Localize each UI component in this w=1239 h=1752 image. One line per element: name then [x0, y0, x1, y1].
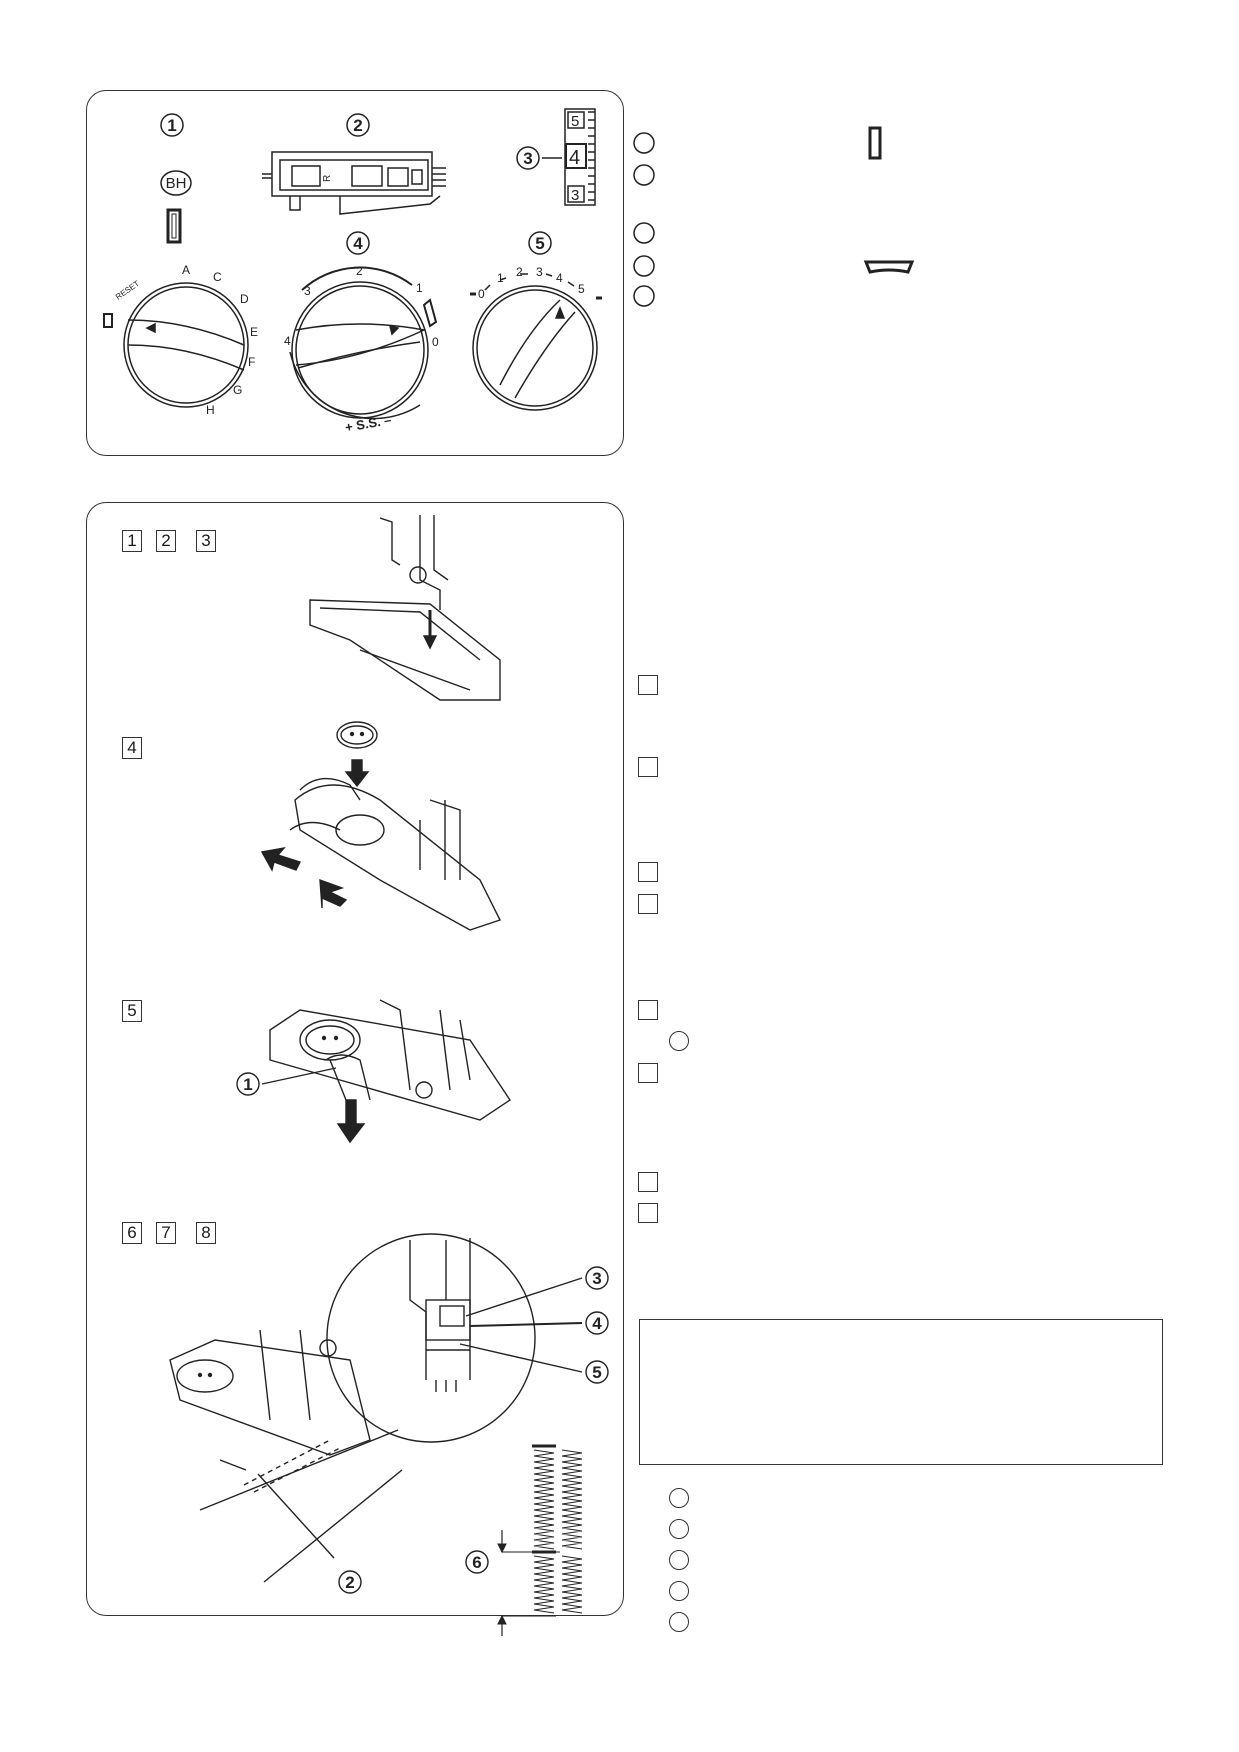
pull-lever-drawing [261, 999, 511, 1144]
dial-letter-c: C [213, 270, 222, 284]
list-circle-4 [669, 1581, 689, 1601]
right-box-3 [638, 862, 658, 882]
dial-c-num-4: 4 [556, 271, 563, 285]
buttonhole-symbol-right [868, 126, 882, 160]
callout-b6-label: 6 [472, 1553, 481, 1572]
list-circle-3 [669, 1550, 689, 1570]
buttonhole-foot-drawing [262, 151, 446, 215]
right-box-6 [638, 1063, 658, 1083]
step-4-box: 4 [122, 737, 142, 759]
callout-b2-circle [338, 1570, 362, 1594]
dial-letter-d: D [240, 292, 249, 306]
right-box-1 [638, 675, 658, 695]
step-7-box: 7 [156, 1222, 176, 1244]
callout-2-circle [346, 113, 370, 137]
scale-num-3: 3 [571, 187, 579, 204]
attach-foot-drawing [309, 515, 501, 701]
right-box-5 [638, 1000, 658, 1020]
side-circle-4 [633, 255, 655, 277]
callout-b4-circle [585, 1311, 609, 1335]
dial-c-num-5: 5 [578, 282, 585, 296]
callout-5-circle [528, 231, 552, 255]
bh-circle [160, 170, 192, 196]
step-2-box: 2 [156, 530, 176, 552]
dial-b-num-3: 3 [304, 284, 311, 298]
dial-b-num-4: 4 [284, 334, 291, 348]
callout-b1-label: 1 [243, 1075, 252, 1094]
pattern-selector-dial [103, 282, 249, 408]
dial-settings-panel [86, 90, 624, 456]
callout-b3-label: 3 [592, 1269, 601, 1288]
dial-letter-a: A [182, 263, 190, 277]
dial-b-num-1: 1 [416, 281, 423, 295]
buttonhole-stitch-drawing [497, 1444, 583, 1636]
step-1-box: 1 [122, 530, 142, 552]
step-8-box: 8 [196, 1222, 216, 1244]
callout-b1-circle [236, 1072, 260, 1096]
side-circle-1 [633, 132, 655, 154]
stitch-length-scale [542, 108, 596, 206]
callout-4-circle [346, 231, 370, 255]
list-circle-1 [669, 1488, 689, 1508]
scale-num-4: 4 [569, 147, 580, 169]
right-box-4 [638, 894, 658, 914]
bh-label: BH [166, 175, 187, 192]
callout-5-label: 5 [535, 234, 544, 253]
zoom-detail-drawing [326, 1233, 583, 1443]
callout-b5-label: 5 [592, 1363, 601, 1382]
foot-letter-r: R [322, 175, 333, 182]
side-circle-3 [633, 222, 655, 244]
callout-2-label: 2 [353, 116, 362, 135]
callout-b2-label: 2 [345, 1573, 354, 1592]
callout-3-label: 3 [523, 149, 532, 168]
step-3-box: 3 [196, 530, 216, 552]
callout-b4-label: 4 [592, 1314, 602, 1333]
dial-letter-g: G [233, 383, 242, 397]
dial-c-num-0: 0 [478, 287, 485, 301]
buttonhole-symbol [166, 208, 182, 244]
button-holder-drawing [260, 721, 501, 931]
step-5-box: 5 [122, 1000, 142, 1022]
dial-c-num-1: 1 [497, 271, 504, 285]
right-box-7 [638, 1172, 658, 1192]
dial-letter-f: F [248, 355, 255, 369]
fabric-foot-drawing [169, 1329, 403, 1583]
dial-b-num-0: 0 [432, 335, 439, 349]
dial-c-num-3: 3 [536, 265, 543, 279]
callout-b3-circle [585, 1266, 609, 1290]
note-box [639, 1319, 1163, 1465]
right-box-8 [638, 1203, 658, 1223]
callout-b6-circle [465, 1550, 489, 1574]
side-circle-5 [633, 285, 655, 307]
buttonhole-steps-panel [86, 502, 624, 1616]
callout-4-label: 4 [353, 234, 363, 253]
side-circle-2 [633, 164, 655, 186]
dial-letter-h: H [206, 403, 215, 417]
right-circle-a [669, 1031, 689, 1051]
bartack-symbol-right [863, 260, 915, 274]
callout-3-circle [516, 146, 540, 170]
list-circle-5 [669, 1612, 689, 1632]
dial-letter-e: E [250, 325, 258, 339]
scale-num-5: 5 [571, 113, 579, 130]
stitch-width-dial [289, 266, 438, 420]
callout-b5-circle [585, 1360, 609, 1384]
right-box-2 [638, 757, 658, 777]
list-circle-2 [669, 1519, 689, 1539]
dial-c-num-2: 2 [516, 265, 523, 279]
callout-1-circle [160, 113, 184, 137]
stitch-length-dial [470, 273, 602, 411]
dial-b-num-2: 2 [356, 264, 363, 278]
step-6-box: 6 [122, 1222, 142, 1244]
callout-1-label: 1 [167, 116, 176, 135]
